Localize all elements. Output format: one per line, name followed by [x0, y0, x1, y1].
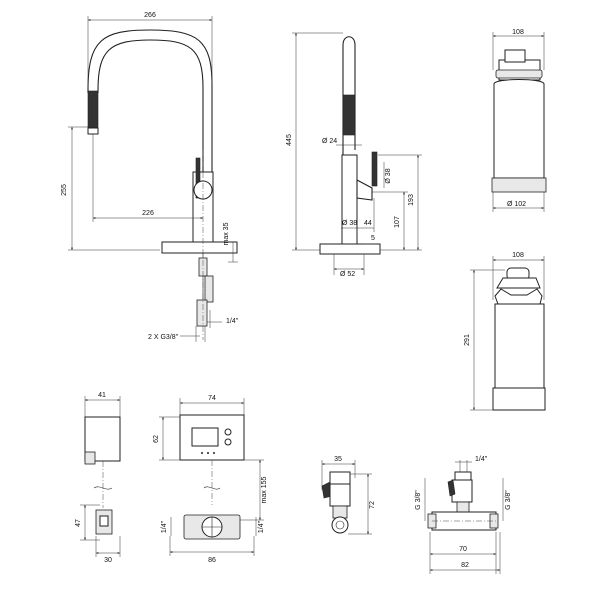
filter-large-view — [470, 256, 546, 411]
label-max155: max 155 — [261, 476, 268, 503]
label-72: 72 — [369, 501, 376, 509]
box-side-clip — [84, 451, 96, 465]
label-inlets: 2 X G3/8" — [148, 334, 179, 341]
side-deck-plate — [319, 243, 381, 255]
label-445: 445 — [286, 134, 293, 146]
label-62: 62 — [153, 435, 160, 443]
filter-small-base — [491, 177, 547, 193]
deck-plate — [161, 241, 238, 254]
faucet-front-view — [68, 16, 238, 342]
side-lever-base — [356, 179, 373, 201]
box-side-view — [80, 396, 121, 557]
hose-fitting-right — [204, 275, 214, 303]
label-255: 255 — [61, 184, 68, 196]
label-193: 193 — [408, 194, 415, 206]
label-d38-lever: Ø 38 — [385, 168, 392, 183]
valve-top — [329, 471, 351, 485]
spout-outer-curve — [87, 29, 213, 215]
side-lever — [371, 151, 378, 187]
spray-head-tip — [87, 127, 99, 135]
filter-small-view — [491, 32, 547, 212]
label-g38-right: G 3/8" — [505, 490, 512, 510]
label-266: 266 — [144, 12, 156, 19]
filter-small-clamp — [495, 69, 543, 79]
hose-fitting-left — [196, 299, 208, 327]
label-inlet-quarter: 1/4" — [226, 318, 239, 325]
label-107: 107 — [394, 216, 401, 228]
box-front-view — [159, 398, 264, 556]
label-74: 74 — [208, 395, 216, 402]
spout-inner-curve — [97, 39, 204, 200]
filter-large-clamp — [494, 288, 543, 305]
label-g38-left: G 3/8" — [415, 490, 422, 510]
label-quarter-top: 1/4" — [475, 456, 488, 463]
label-30: 30 — [104, 557, 112, 564]
label-quarter-right: 1/4" — [258, 520, 265, 533]
label-108-small: 108 — [512, 29, 524, 36]
label-quarter-left: 1/4" — [161, 520, 168, 533]
label-86: 86 — [208, 557, 216, 564]
label-35: 35 — [334, 456, 342, 463]
tee-fitting-view — [424, 460, 504, 574]
valve-view — [321, 460, 372, 535]
label-d24: Ø 24 — [322, 138, 337, 145]
side-spout — [342, 36, 356, 155]
tee-valve — [451, 479, 473, 503]
box-front-display — [191, 427, 219, 447]
box-side-body — [84, 416, 121, 462]
valve-body — [329, 483, 351, 507]
filter-small-body — [493, 79, 545, 179]
side-spray-grip — [342, 94, 356, 136]
label-226: 226 — [142, 210, 154, 217]
filter-small-knob — [504, 49, 526, 63]
label-41: 41 — [98, 392, 106, 399]
label-max35: max 35 — [223, 222, 230, 245]
label-d52: Ø 52 — [340, 271, 355, 278]
side-body — [341, 154, 358, 246]
label-d102: Ø 102 — [507, 201, 526, 208]
label-47: 47 — [75, 519, 82, 527]
filter-large-body — [494, 303, 545, 389]
label-44: 44 — [364, 220, 372, 227]
label-5: 5 — [371, 235, 375, 242]
valve-outlet — [331, 516, 349, 534]
spray-head-grip — [87, 90, 99, 130]
tee-body — [431, 511, 497, 531]
label-82: 82 — [461, 562, 469, 569]
label-108-large: 108 — [512, 252, 524, 259]
label-291: 291 — [464, 334, 471, 346]
label-70: 70 — [459, 546, 467, 553]
faucet-side-view — [292, 32, 422, 275]
valve-stem — [332, 505, 348, 519]
label-d38-body: Ø 38 — [342, 220, 357, 227]
filter-large-base — [492, 387, 546, 411]
filter-large-cap — [496, 277, 541, 289]
